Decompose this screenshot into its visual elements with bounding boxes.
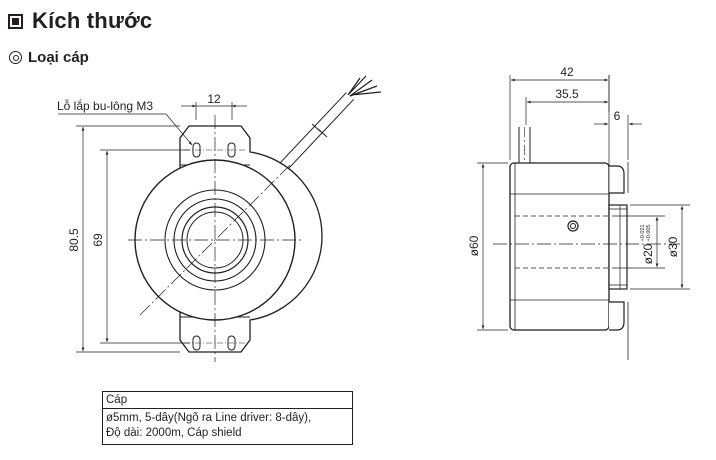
dim-flange-diameter: ø30 [666,236,680,257]
title-text: Kích thước [32,8,153,33]
cable-spec-line-1: ø5mm, 5-dây(Ngõ ra Line driver: 8-dây), [106,412,312,424]
bracket-top [609,165,625,194]
cable-spec-body: ø5mm, 5-dây(Ngõ ra Line driver: 8-dây), … [103,409,352,444]
dim-flange: 6 [614,109,621,123]
dim-shaft-tol-lower: +0.005 [646,225,652,242]
page-title: Kích thước [8,6,152,36]
subtitle-text: Loại cáp [28,49,89,66]
filled-square-icon [8,13,23,29]
dim-hole-pitch: 69 [91,233,105,247]
double-circle-icon [9,51,22,64]
side-flange [608,204,628,290]
front-view [58,75,382,362]
dim-shaft-diameter: ø20 [641,243,655,264]
dim-shaft-tol-upper: +0.021 [640,225,646,242]
side-view [477,75,690,360]
dim-body-length: 35.5 [555,87,579,101]
hole-label: Lỗ lắp bu-lông M3 [57,98,153,113]
dim-total-length: 42 [560,65,574,79]
encoder-body-side [509,162,610,331]
cable-spec-line-2: Độ dài: 2000m, Cáp shield [106,427,242,439]
bracket-bottom [609,301,625,331]
cable-spec-table: Cáp ø5mm, 5-dây(Ngõ ra Line driver: 8-dâ… [102,391,353,445]
set-screw [567,220,579,232]
dim-body-diameter: ø60 [467,235,481,256]
section-subtitle: Loại cáp [9,49,89,66]
dim-total-height: 80.5 [67,228,81,252]
dim-hole-spacing: 12 [207,92,221,106]
cable-spec-header: Cáp [103,392,352,409]
